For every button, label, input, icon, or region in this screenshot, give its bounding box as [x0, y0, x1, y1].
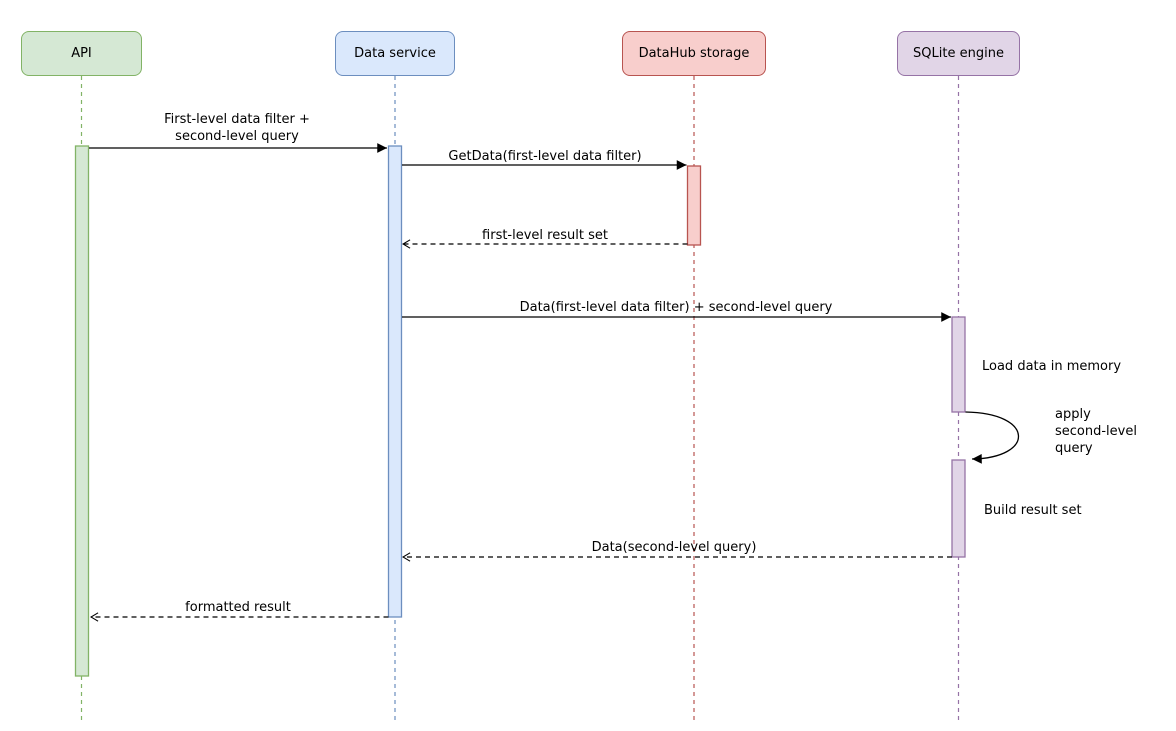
- participant-datahub-storage-label: DataHub storage: [638, 46, 750, 61]
- activation-bar-sqlite-2: [951, 459, 966, 558]
- message-label-getdata: GetData(first-level data filter): [448, 149, 642, 164]
- participant-data-service-label: Data service: [354, 46, 436, 61]
- self-call-arrow-apply-query: [965, 411, 1020, 464]
- message-label-formatted-result: formatted result: [185, 600, 291, 615]
- message-label-first-level-filter: First-level data filter + second-level q…: [164, 112, 310, 144]
- participant-datahub-storage: DataHub storage: [622, 31, 766, 76]
- participant-api: API: [21, 31, 142, 76]
- activation-bar-datahub-storage: [686, 165, 702, 246]
- message-label-data-return: Data(second-level query): [591, 540, 757, 555]
- self-call-label-apply-query: apply second-level query: [1055, 407, 1137, 456]
- participant-data-service: Data service: [335, 31, 455, 76]
- message-label-data-second-level: Data(first-level data filter) + second-l…: [519, 300, 833, 315]
- activation-bar-api: [74, 145, 90, 677]
- participant-sqlite-engine-label: SQLite engine: [913, 46, 1004, 61]
- participant-api-label: API: [71, 46, 92, 61]
- annotation-build-result-set: Build result set: [984, 503, 1082, 518]
- participant-sqlite-engine: SQLite engine: [897, 31, 1020, 76]
- annotation-load-data-in-memory: Load data in memory: [982, 359, 1122, 374]
- activation-bar-sqlite-1: [951, 316, 966, 413]
- message-label-first-level-result: first-level result set: [482, 228, 608, 243]
- activation-bar-data-service: [387, 145, 403, 618]
